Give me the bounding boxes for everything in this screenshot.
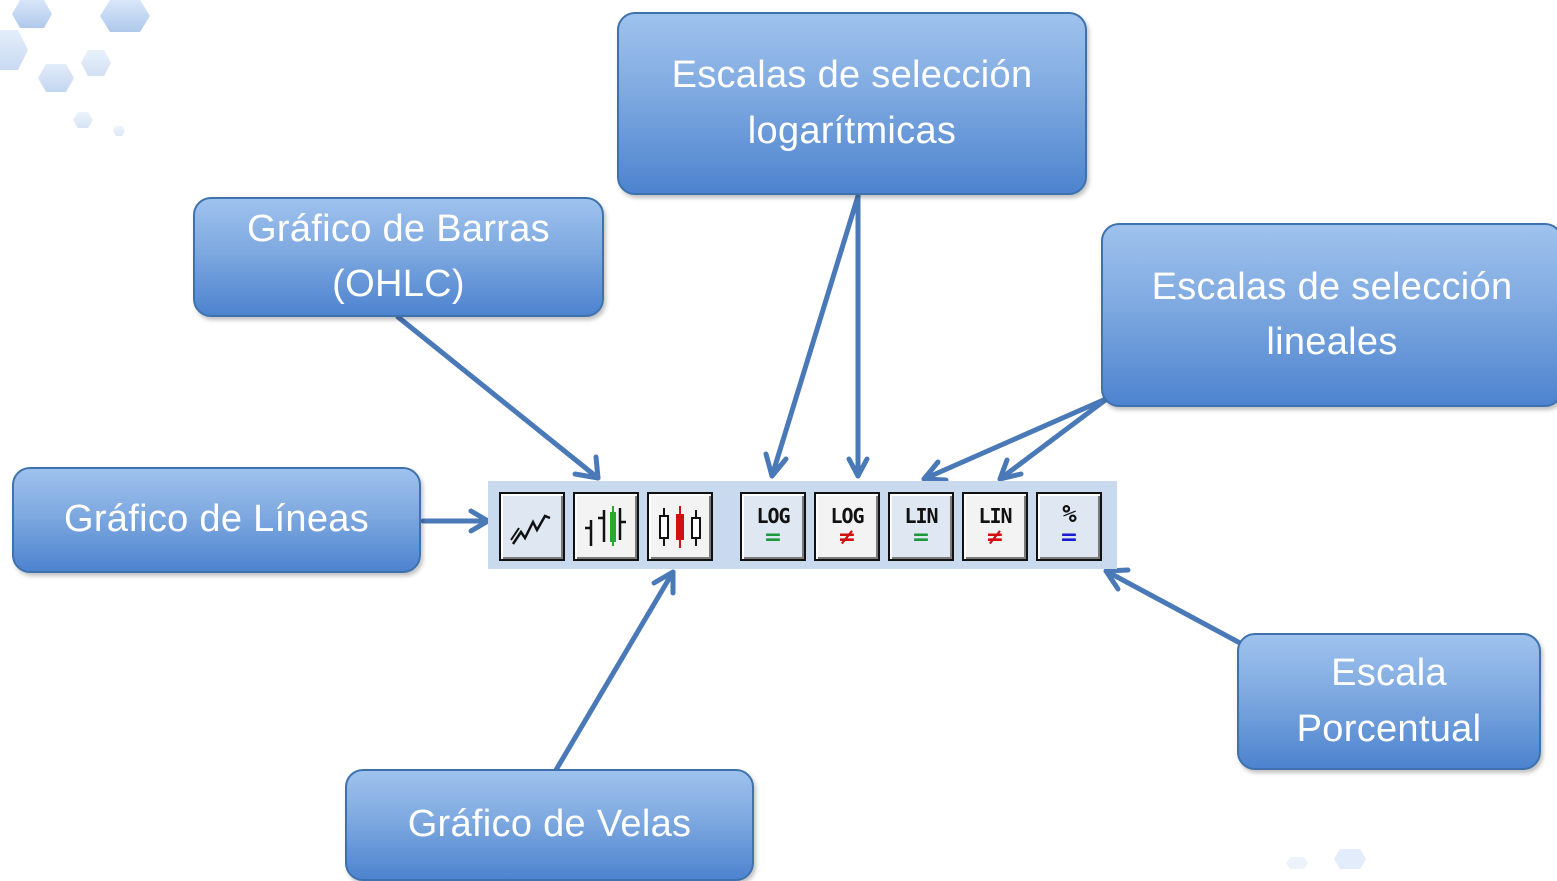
ohlc-bar-icon xyxy=(585,506,626,546)
bar-chart-button[interactable] xyxy=(573,492,639,561)
percent-scale-button[interactable]: % = xyxy=(1036,492,1102,561)
arrow-log-equal xyxy=(769,193,861,479)
callout-percent-scale: Escala Porcentual xyxy=(1237,633,1541,770)
not-equal-icon: ≠ xyxy=(985,525,1005,550)
arrow-candle-chart xyxy=(553,569,676,773)
arrow-lin-equal xyxy=(921,395,1111,482)
lin-label: LIN xyxy=(978,504,1012,528)
equal-icon: = xyxy=(763,525,783,550)
candlestick-icon xyxy=(659,506,701,548)
arrow-bar-chart xyxy=(395,314,601,481)
lin-label: LIN xyxy=(904,504,938,528)
callout-bar-chart: Gráfico de Barras (OHLC) xyxy=(193,197,604,317)
percent-label: % xyxy=(1062,500,1076,528)
callout-linear-scales: Escalas de selección lineales xyxy=(1101,223,1557,407)
log-label: LOG xyxy=(830,504,864,528)
equal-icon: = xyxy=(1059,525,1079,550)
log-label: LOG xyxy=(756,504,790,528)
equal-icon: = xyxy=(911,525,931,550)
callout-line-chart: Gráfico de Líneas xyxy=(12,467,421,573)
chart-toolbar: LOG = LOG ≠ LIN = LIN ≠ % = xyxy=(488,481,1117,569)
decorative-hexagons-bottom xyxy=(1286,849,1366,869)
log-equal-button[interactable]: LOG = xyxy=(740,492,806,561)
arrow-percent-scale xyxy=(1103,568,1243,646)
arrow-lin-notequal xyxy=(997,395,1111,482)
callout-candle-chart: Gráfico de Velas xyxy=(345,769,754,881)
not-equal-icon: ≠ xyxy=(837,525,857,550)
callout-log-scales: Escalas de selección logarítmicas xyxy=(617,12,1087,195)
line-chart-button[interactable] xyxy=(499,492,565,561)
log-notequal-button[interactable]: LOG ≠ xyxy=(814,492,880,561)
line-chart-icon xyxy=(510,514,551,545)
candle-chart-button[interactable] xyxy=(647,492,713,561)
lin-notequal-button[interactable]: LIN ≠ xyxy=(962,492,1028,561)
decorative-hexagons-top xyxy=(0,0,150,136)
lin-equal-button[interactable]: LIN = xyxy=(888,492,954,561)
